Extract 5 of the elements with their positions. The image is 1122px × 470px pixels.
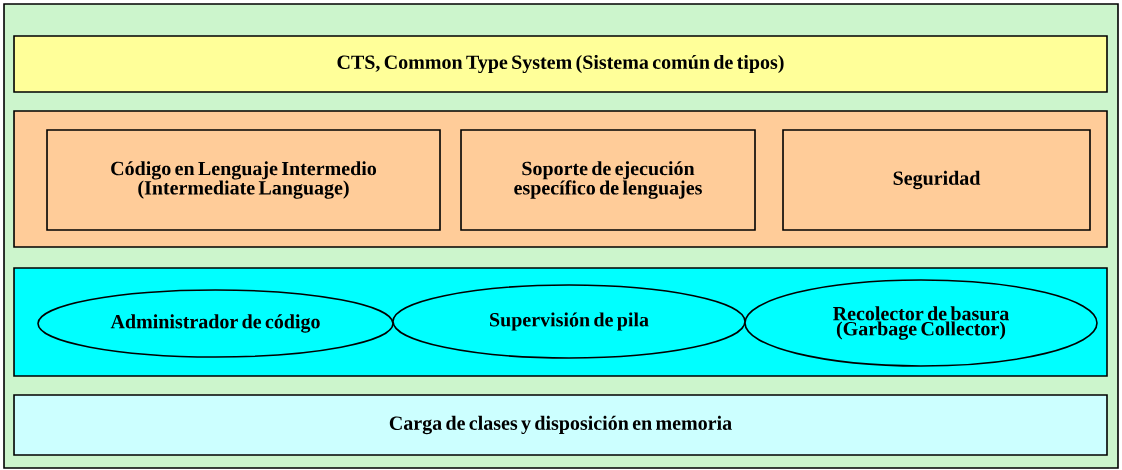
component-box: Código en Lenguaje Intermedio (Intermediate Language) [46, 129, 441, 231]
component-box: Seguridad [782, 129, 1091, 231]
component-box: Soporte de ejecución específico de lenguajes [460, 129, 756, 231]
layer-band: CTS, Common Type System (Sistema común de tipos) [13, 35, 1108, 93]
layer-band: Carga de clases y disposición en memoria [13, 394, 1108, 456]
